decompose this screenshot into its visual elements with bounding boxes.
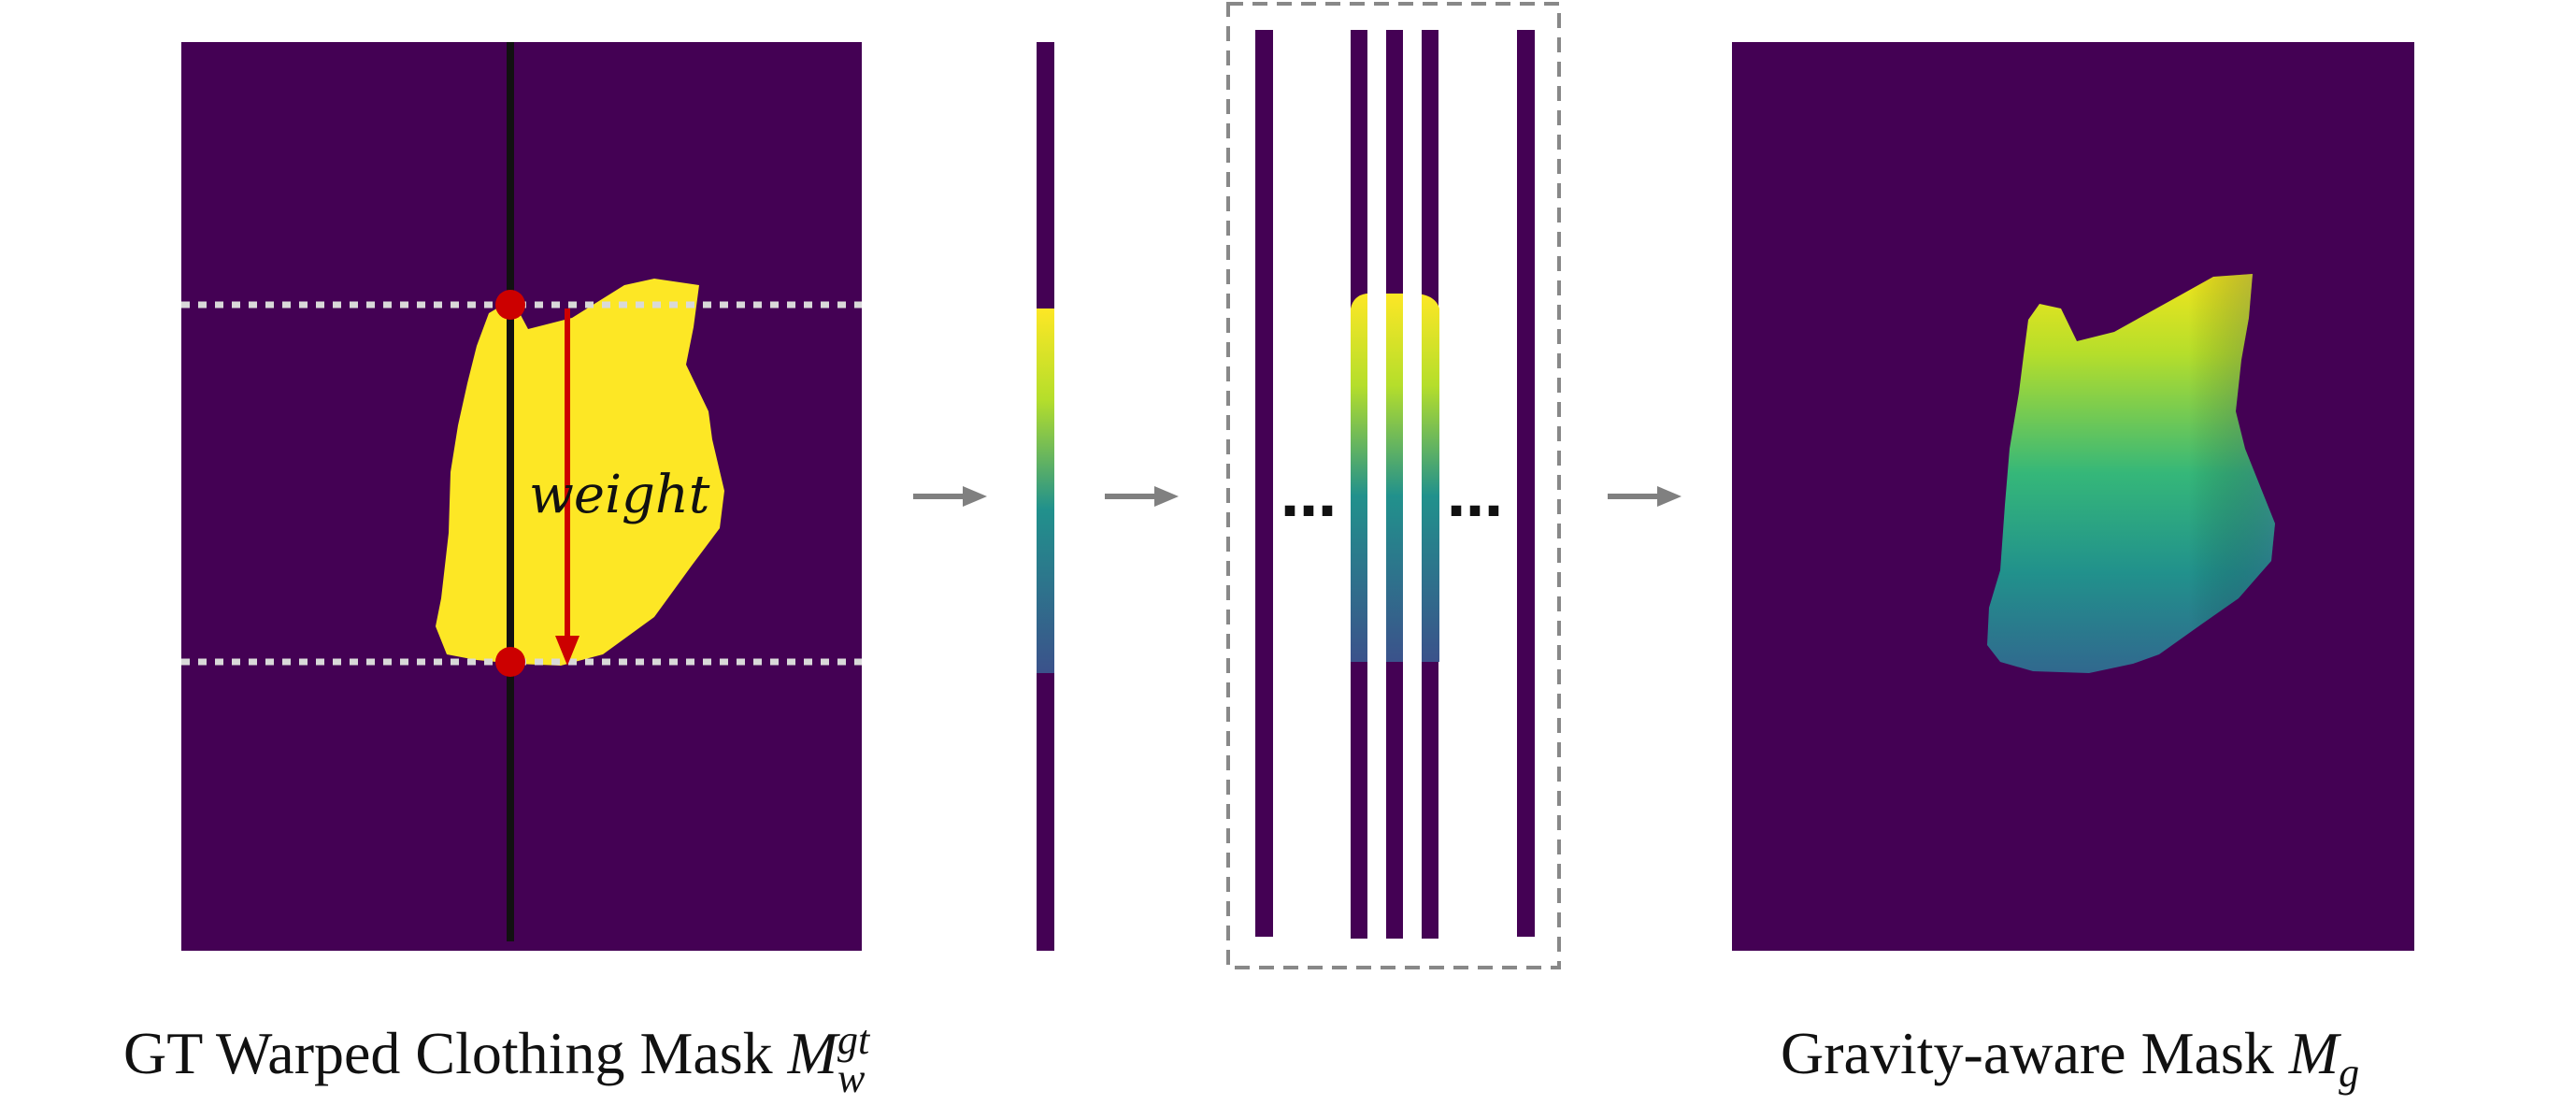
gravity-mask-panel: [1732, 42, 2414, 951]
mask-symbol: M: [2288, 1020, 2340, 1086]
column-strip: [1255, 30, 1273, 937]
weight-arrow-head: [555, 636, 580, 666]
column-set-box: [1226, 2, 1561, 969]
mask-superscript: gt: [837, 1016, 870, 1063]
single-column-strip: [1037, 42, 1054, 951]
column-set-gradient: [1351, 294, 1439, 662]
column-gap: [1367, 290, 1386, 664]
mask-subscript: w: [837, 1055, 866, 1102]
right-arrow-icon: [913, 486, 987, 507]
gravity-shading: [1987, 274, 2275, 673]
column-strip-gradient: [1037, 309, 1054, 673]
red-dot-icon: [495, 647, 525, 677]
ellipsis-left: …: [1281, 465, 1337, 530]
mask-subscript: g: [2339, 1049, 2360, 1096]
right-arrow-icon: [1608, 486, 1682, 507]
right-arrow-icon: [1105, 486, 1179, 507]
column-gap: [1403, 290, 1422, 664]
ellipsis-right: …: [1447, 465, 1503, 530]
red-dot-icon: [495, 290, 525, 320]
gravity-mask-caption: Gravity-aware Mask Mg: [1781, 1020, 2360, 1096]
weight-label: weight: [529, 465, 710, 525]
mask-symbol: M: [787, 1020, 837, 1086]
gt-mask-panel: weight: [181, 42, 862, 951]
column-strip: [1517, 30, 1535, 937]
column-set-panel: … …: [1226, 2, 1561, 969]
